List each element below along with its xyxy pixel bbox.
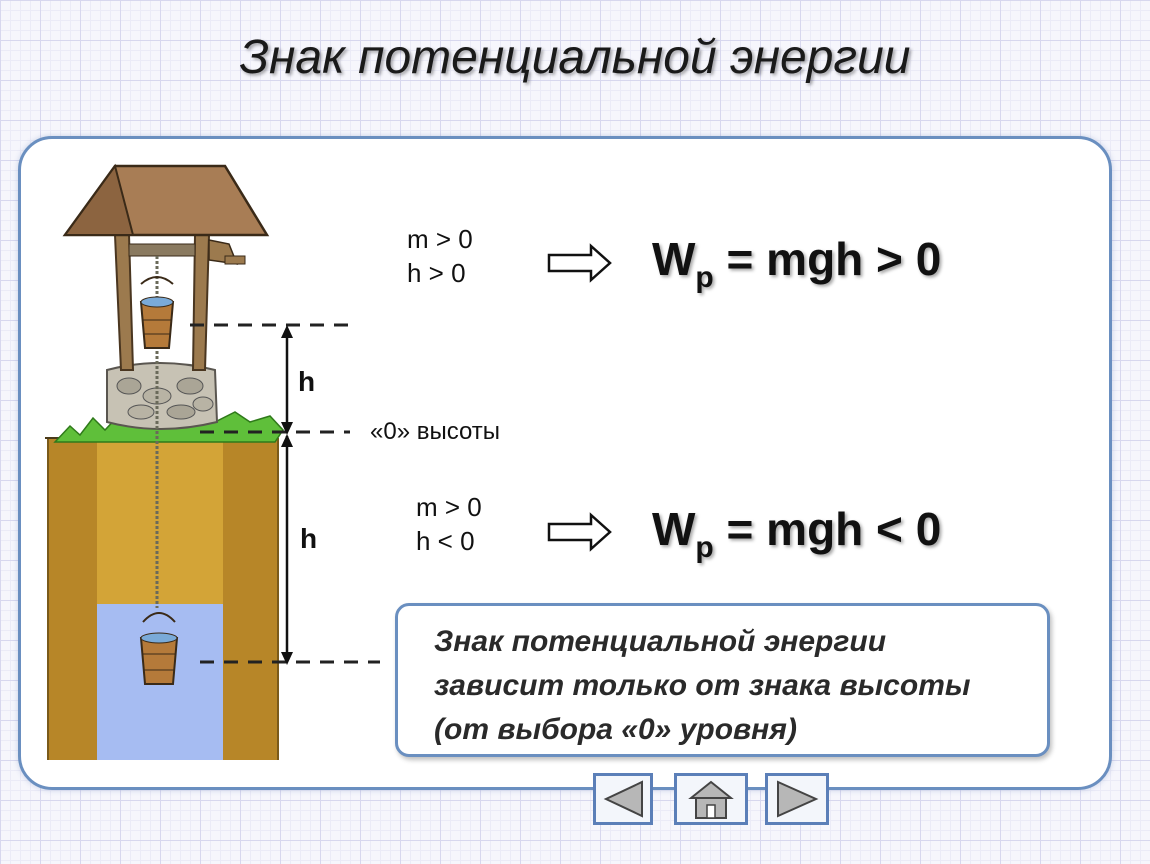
lower-conditions: m > 0 h < 0	[416, 490, 482, 558]
upper-formula-w: W	[652, 233, 696, 285]
next-slide-button[interactable]	[765, 773, 829, 825]
lower-formula: Wp = mgh < 0	[652, 502, 942, 564]
lower-formula-rest: = mgh < 0	[713, 503, 942, 555]
lower-formula-sub: p	[695, 531, 714, 564]
upper-formula-rest: = mgh > 0	[713, 233, 942, 285]
h-lower-label: h	[300, 523, 318, 554]
note-line-2: зависит только от знака высоты	[434, 669, 971, 702]
lower-cond-height: h < 0	[416, 526, 475, 556]
upper-cond-mass: m > 0	[407, 224, 473, 254]
well-illustration	[45, 163, 284, 760]
note-line-1: Знак потенциальной энергии	[434, 625, 887, 658]
upper-conditions: m > 0 h > 0	[407, 222, 473, 290]
conclusion-note: Знак потенциальной энергии зависит тольк…	[395, 603, 1050, 757]
house-icon	[688, 780, 734, 819]
triangle-right-icon	[777, 780, 819, 818]
prev-slide-button[interactable]	[593, 773, 653, 825]
upper-formula: Wp = mgh > 0	[652, 232, 942, 294]
upper-formula-sub: p	[695, 261, 714, 294]
lower-cond-mass: m > 0	[416, 492, 482, 522]
note-line-3: (от выбора «0» уровня)	[434, 713, 797, 746]
lower-implies-arrow-icon	[547, 512, 612, 552]
page-title: Знак потенциальной энергии	[239, 31, 911, 84]
upper-cond-height: h > 0	[407, 258, 466, 288]
upper-implies-arrow-icon	[547, 243, 612, 283]
triangle-left-icon	[603, 780, 643, 818]
zero-level-label: «0» высоты	[370, 418, 501, 445]
home-button[interactable]	[674, 773, 748, 825]
h-upper-label: h	[298, 366, 316, 397]
lower-formula-w: W	[652, 503, 696, 555]
